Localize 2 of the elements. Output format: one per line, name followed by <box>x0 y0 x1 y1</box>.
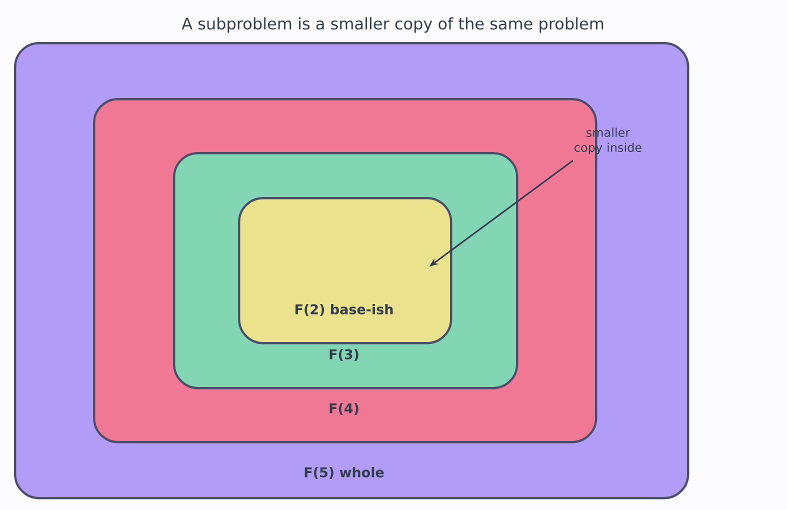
title: A subproblem is a smaller copy of the same problem <box>182 17 604 33</box>
nested-box: F(2) base-ish <box>238 197 452 344</box>
